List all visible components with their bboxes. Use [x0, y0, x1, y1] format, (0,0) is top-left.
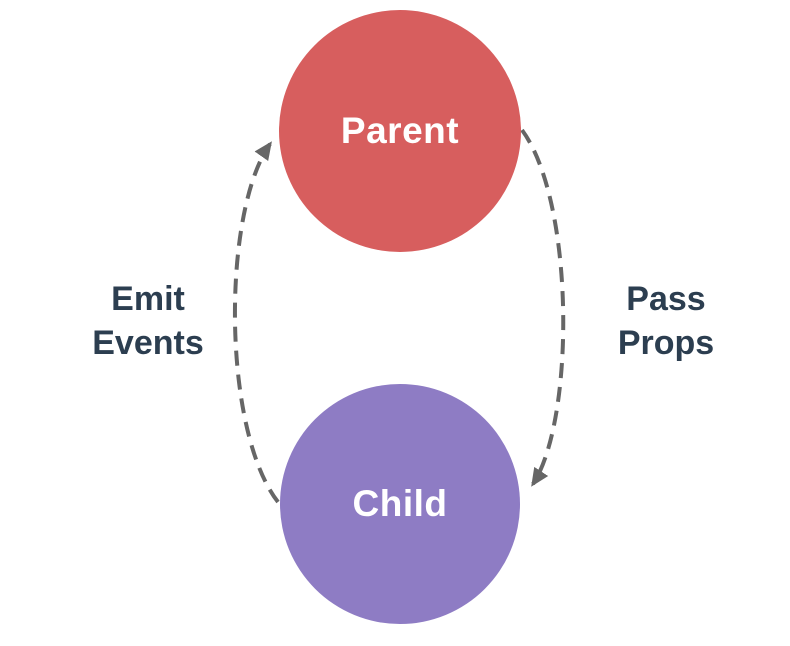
pass-props-label-line2: Props [617, 324, 715, 362]
emit-events-label: Emit Events [53, 277, 243, 365]
parent-node-circle [279, 10, 521, 252]
pass-props-edge [520, 128, 566, 487]
emit-events-label-line1: Emit [111, 280, 185, 318]
emit-events-label-line2: Events [92, 324, 204, 362]
pass-props-label-line1: Pass [626, 280, 706, 318]
pass-props-label: Pass Props [571, 277, 761, 365]
child-node-circle [280, 384, 520, 624]
